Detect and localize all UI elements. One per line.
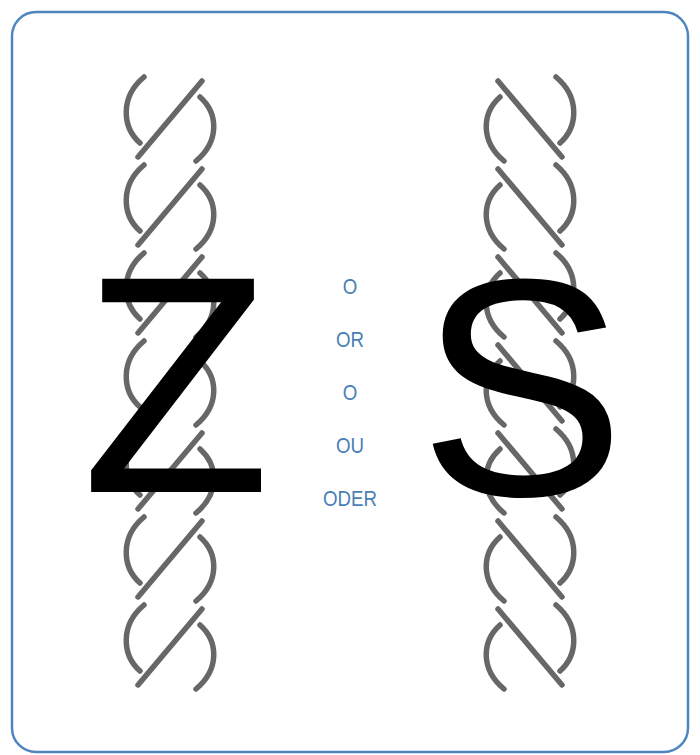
separator-word: OU [336,435,364,457]
separator-word: ODER [323,488,377,510]
separator-word: O [343,276,358,298]
separator-word: OR [336,329,364,351]
twist-letter: S [419,233,626,543]
separator-word: O [343,382,358,404]
frame-border [12,12,688,752]
twist-letter: Z [81,230,270,540]
